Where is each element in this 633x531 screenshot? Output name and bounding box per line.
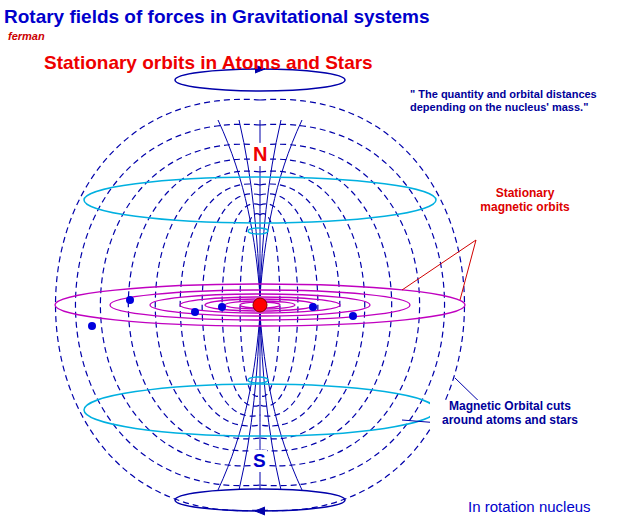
callout-label: Stationary magnetic orbits: [470, 187, 580, 215]
callout-label: Magnetic Orbital cuts around atoms and s…: [430, 400, 590, 428]
author-name: ferman: [8, 30, 45, 43]
nucleus: [253, 298, 267, 312]
subtitle: Stationary orbits in Atoms and Stars: [44, 52, 373, 74]
bottom-ring: [175, 489, 345, 511]
axis-lines: [218, 120, 302, 490]
caption-note: In rotation nucleus: [468, 498, 591, 515]
magnetic-orbits: [55, 284, 465, 326]
field-lines: [56, 99, 465, 510]
title: Rotary fields of forces in Gravitational…: [4, 6, 430, 28]
leader-lines: [402, 240, 476, 300]
cyan-orbit: [84, 384, 436, 436]
electrons: [88, 296, 357, 330]
cyan-orbit: [84, 177, 436, 223]
quote-note: " The quantity and orbital distances dep…: [410, 88, 622, 113]
cyan-orbit: [248, 377, 268, 383]
cyan-orbit: [248, 228, 268, 234]
ring-arrow: [255, 507, 265, 515]
pole-label: S: [252, 450, 267, 472]
pole-label: N: [252, 143, 268, 166]
